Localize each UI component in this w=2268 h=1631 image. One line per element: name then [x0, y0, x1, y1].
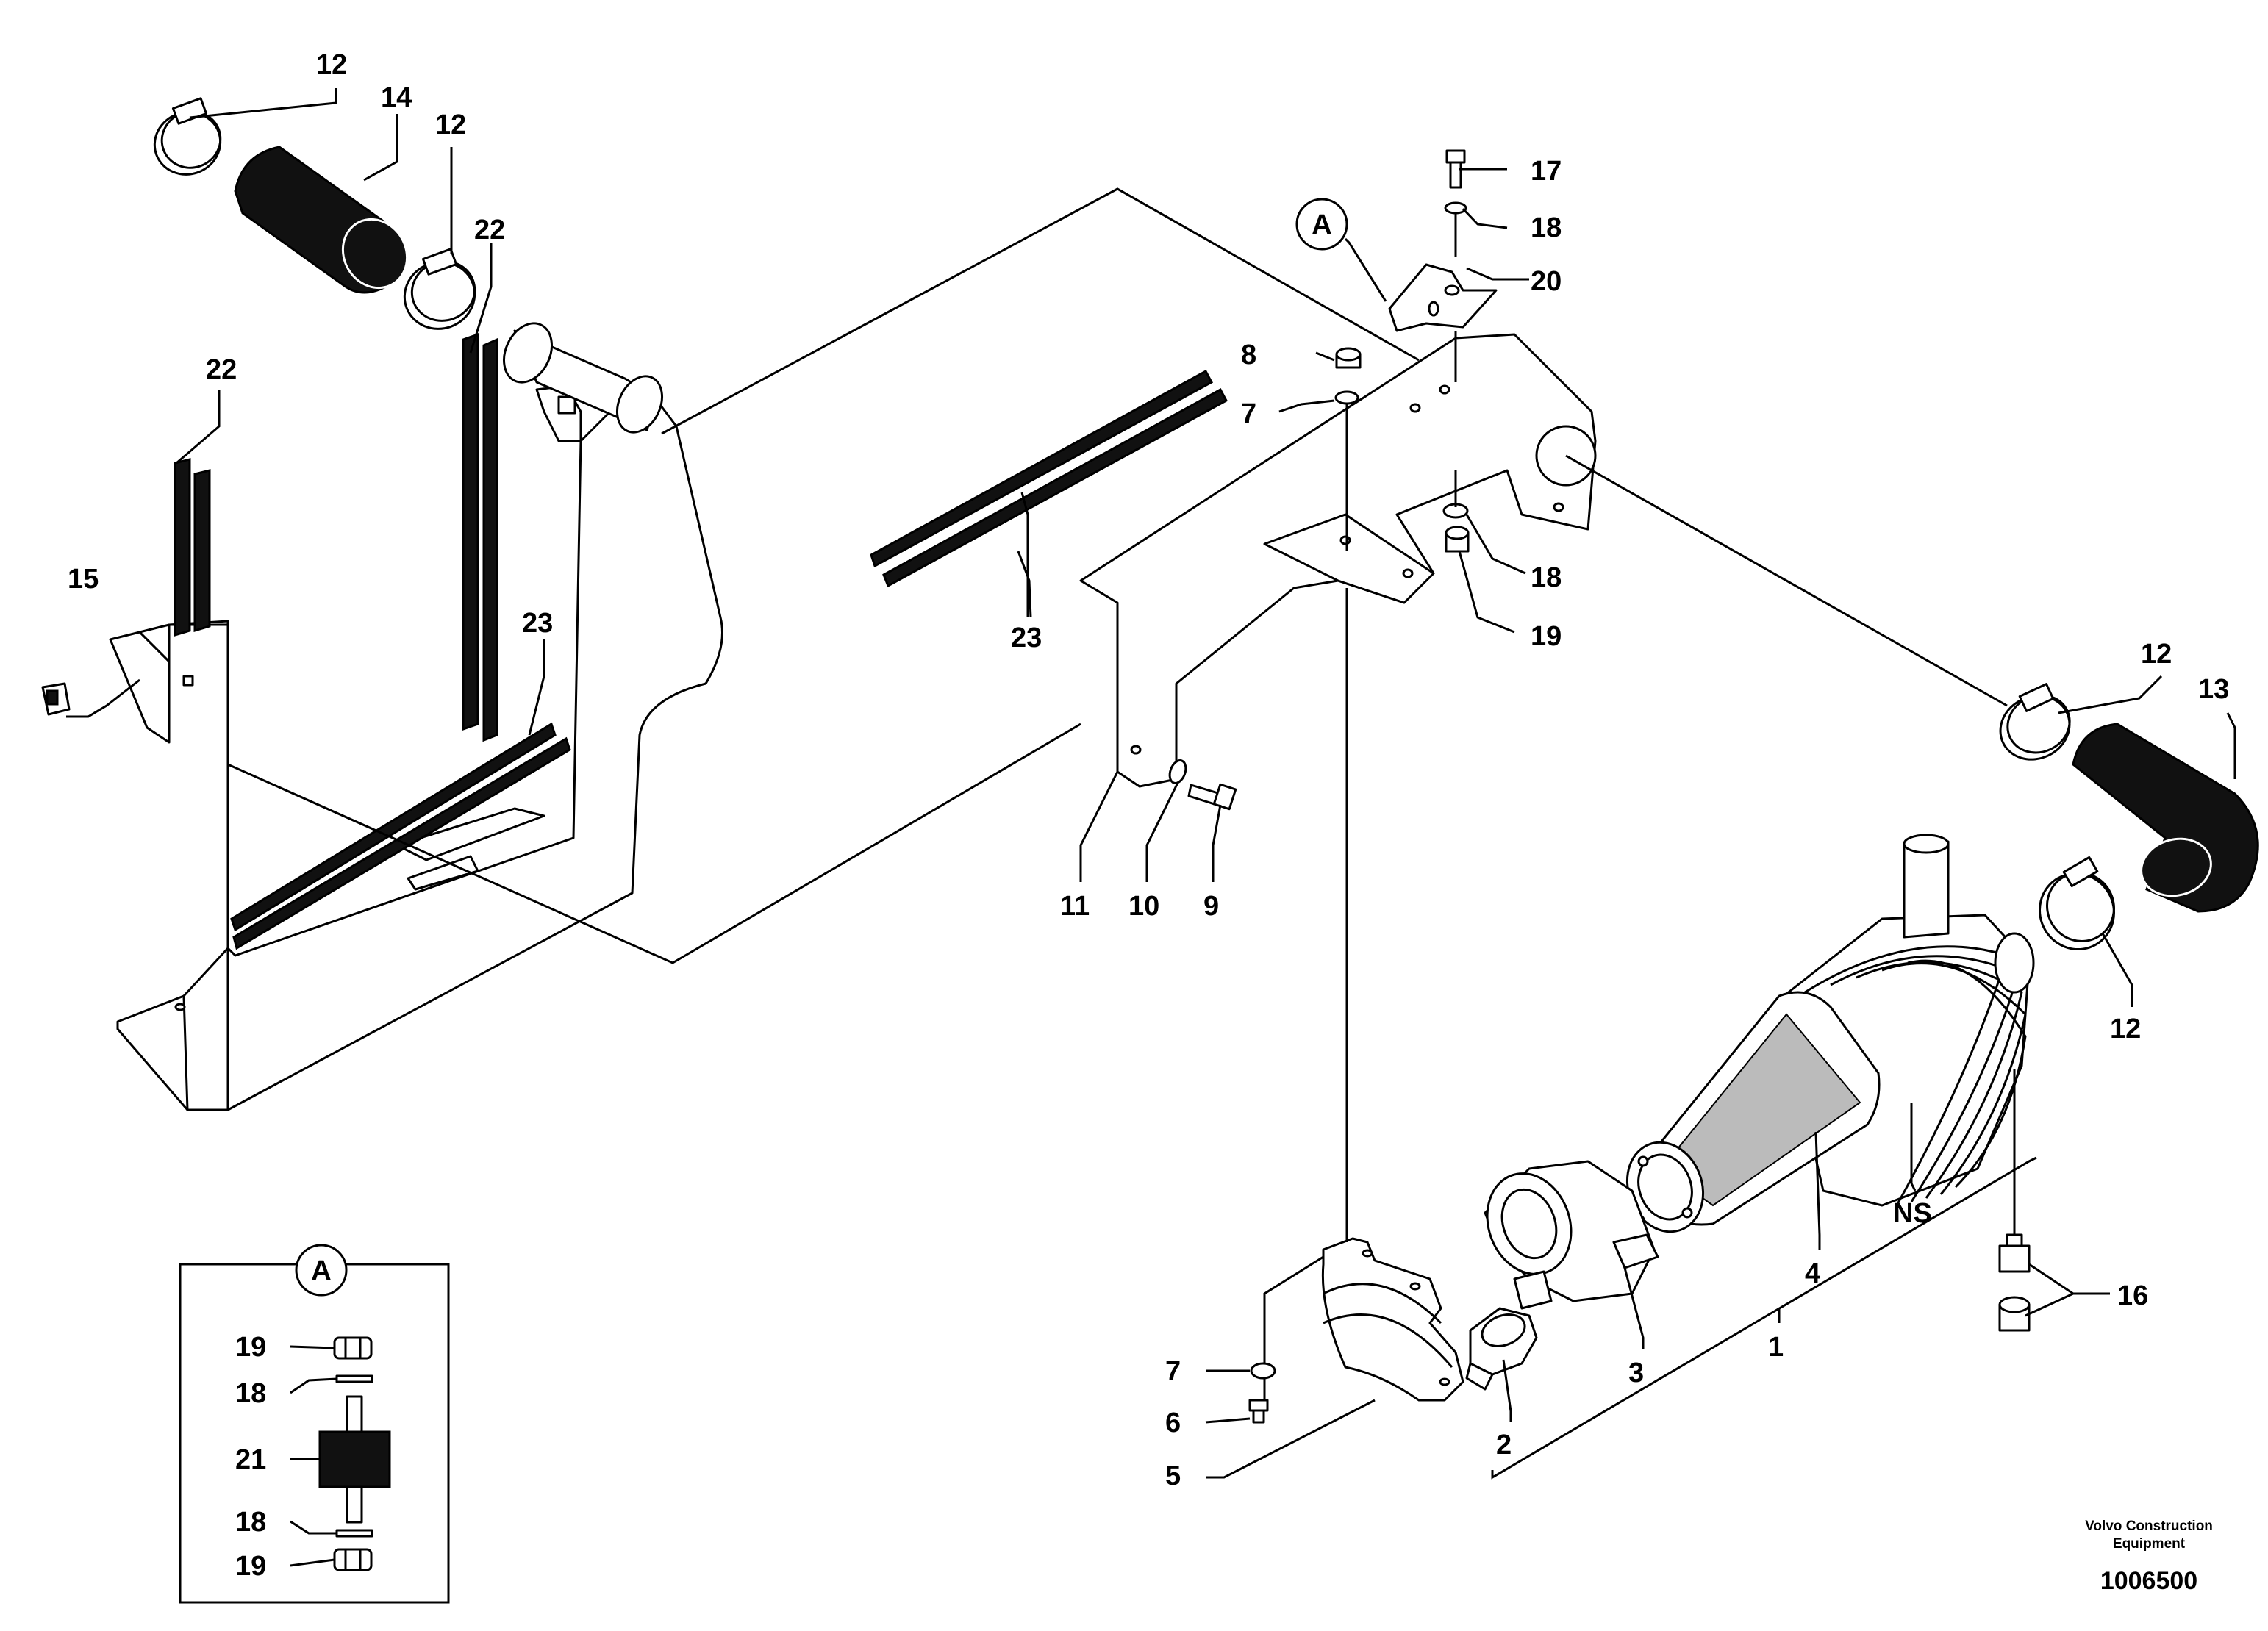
- callout-ns: NS: [1893, 1198, 1932, 1229]
- hose-clamp-12-mid: [403, 248, 476, 330]
- inset-washer-18-bottom: [335, 1529, 373, 1538]
- drawing-number: 1006500: [2100, 1567, 2197, 1595]
- hose-13: [2072, 723, 2259, 913]
- filter-clamp-5: [1321, 1237, 1464, 1402]
- inset-label-18-top: 18: [235, 1378, 266, 1409]
- inset-frame: [179, 1263, 450, 1604]
- inset-stud-21-bottom: [346, 1485, 363, 1524]
- callout-14: 14: [381, 82, 412, 113]
- callout-18-top: 18: [1531, 212, 1562, 243]
- inset-title: A: [311, 1255, 331, 1286]
- inset-label-19-top: 19: [235, 1332, 266, 1363]
- callout-22-right: 22: [474, 215, 505, 245]
- foam-strip-23-center: [870, 369, 1228, 588]
- connector-lines: [66, 88, 2236, 1480]
- inset-nut-19-top: [333, 1336, 373, 1360]
- callout-8: 8: [1241, 340, 1256, 370]
- filter-element-4: [1625, 991, 1881, 1233]
- hose-clamp-12-top: [153, 97, 222, 176]
- callout-15: 15: [68, 564, 99, 595]
- callout-1: 1: [1768, 1332, 1784, 1363]
- bolt-6: [1248, 1399, 1269, 1424]
- callout-20: 20: [1531, 266, 1562, 297]
- foam-strip-22-left: [174, 458, 211, 637]
- callout-labels: 12 14 12 22 22 15 23 A 17 18 20 8 7 23 1…: [68, 49, 2229, 1491]
- dust-valve-2: [1465, 1307, 1538, 1391]
- washer-18-top: [1444, 201, 1467, 215]
- washer-10: [1168, 759, 1187, 784]
- inset-title-circle: [295, 1244, 348, 1297]
- callout-13: 13: [2198, 674, 2229, 705]
- callout-17: 17: [1531, 156, 1562, 187]
- callout-12-right: 12: [2141, 639, 2172, 670]
- end-cap-3: [1484, 1160, 1659, 1310]
- washer-7-top: [1334, 390, 1359, 405]
- callout-19-mid: 19: [1531, 621, 1562, 652]
- bolt-17: [1445, 149, 1466, 189]
- nut-19-mid: [1445, 526, 1470, 553]
- hose-clamp-12-lower-right: [2038, 856, 2116, 951]
- inset-stud-21-top: [346, 1395, 363, 1435]
- inset-rubber-mount-21: [318, 1430, 391, 1488]
- view-a-circle-top: [1295, 198, 1348, 251]
- inset-label-19-bottom: 19: [235, 1551, 266, 1582]
- foam-strip-23-frame: [230, 722, 571, 950]
- callout-7-top: 7: [1241, 398, 1256, 429]
- washer-7-bottom: [1250, 1362, 1276, 1380]
- callout-2: 2: [1496, 1430, 1512, 1460]
- callout-3: 3: [1628, 1358, 1644, 1388]
- mounting-bracket-11: [1079, 333, 1597, 788]
- callout-23-frame: 23: [522, 608, 553, 639]
- inset-washer-18-top: [335, 1374, 373, 1383]
- callout-12-lower-right: 12: [2110, 1014, 2141, 1044]
- callout-5: 5: [1165, 1460, 1181, 1491]
- clip-15: [41, 682, 71, 716]
- company-name-line1: Volvo Construction: [2085, 1519, 2213, 1534]
- callout-18-mid: 18: [1531, 562, 1562, 593]
- company-name-line2: Equipment: [2113, 1536, 2186, 1552]
- inset-nut-19-bottom: [333, 1548, 373, 1571]
- inset-label-21: 21: [235, 1444, 266, 1475]
- callout-a-top: A: [1312, 209, 1331, 240]
- callout-22-left: 22: [206, 354, 237, 385]
- callout-23-center: 23: [1011, 623, 1042, 653]
- hose-14: [234, 146, 409, 294]
- callout-12-top: 12: [316, 49, 347, 80]
- callout-4: 4: [1805, 1258, 1820, 1289]
- nut-8: [1335, 347, 1362, 369]
- hose-clamp-12-right: [1999, 683, 2071, 761]
- bracket-20: [1388, 263, 1498, 332]
- callout-9: 9: [1203, 891, 1219, 922]
- detail-a-inset: A 19 18 21 18 19: [179, 1244, 450, 1604]
- callout-16: 16: [2117, 1280, 2148, 1311]
- callout-12-mid: 12: [435, 110, 466, 140]
- inset-label-18-bottom: 18: [235, 1507, 266, 1538]
- footer: Volvo Construction Equipment 1006500: [2085, 1519, 2213, 1595]
- bolt-9: [1187, 783, 1237, 811]
- callout-6: 6: [1165, 1408, 1181, 1438]
- radiator-frame: [109, 384, 723, 1111]
- callout-10: 10: [1128, 891, 1159, 922]
- callout-11: 11: [1060, 891, 1090, 922]
- frame-pipe: [503, 322, 663, 434]
- indicator-16: [1998, 1233, 2031, 1332]
- callout-7-bottom: 7: [1165, 1356, 1181, 1387]
- foam-strip-22-right: [462, 332, 498, 742]
